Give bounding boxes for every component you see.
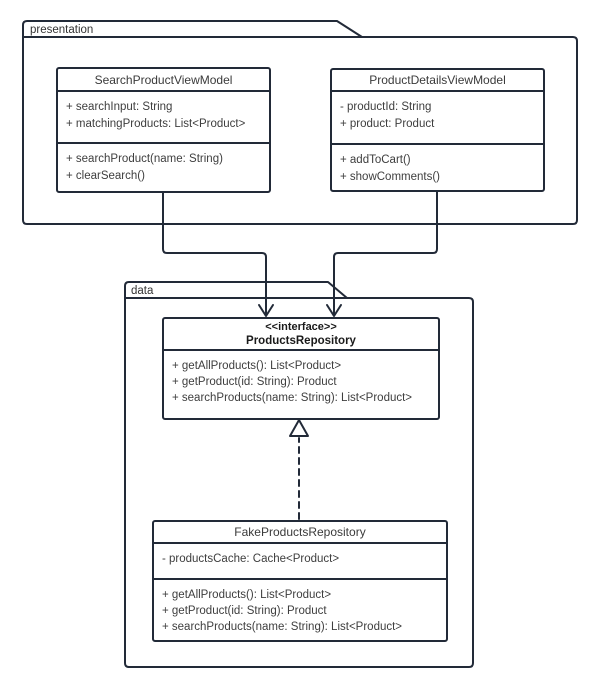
attribute-row: - productId: String bbox=[340, 101, 432, 113]
method-row: + showComments() bbox=[340, 171, 441, 183]
attribute-row: + matchingProducts: List<Product> bbox=[66, 118, 246, 130]
class-methods: + getAllProducts(): List<Product> + getP… bbox=[164, 351, 438, 406]
package-data-label: data bbox=[131, 285, 154, 297]
class-title: ProductDetailsViewModel bbox=[332, 70, 543, 92]
class-product-details-view-model: ProductDetailsViewModel - productId: Str… bbox=[330, 68, 545, 192]
realization-triangle-arrowhead bbox=[289, 419, 309, 437]
class-methods: + getAllProducts(): List<Product> + getP… bbox=[154, 578, 446, 635]
interface-title: <<interface>> ProductsRepository bbox=[164, 319, 438, 351]
association-arrowhead-details bbox=[326, 304, 342, 317]
method-row: + getAllProducts(): List<Product> bbox=[162, 589, 332, 601]
class-attributes: + searchInput: String + matchingProducts… bbox=[58, 92, 269, 142]
association-arrowhead-search bbox=[258, 304, 274, 317]
interface-products-repository: <<interface>> ProductsRepository + getAl… bbox=[162, 317, 440, 420]
method-row: + searchProducts(name: String): List<Pro… bbox=[162, 621, 403, 633]
class-attributes: - productsCache: Cache<Product> bbox=[154, 544, 446, 578]
method-row: + getAllProducts(): List<Product> bbox=[172, 360, 342, 372]
class-fake-products-repository: FakeProductsRepository - productsCache: … bbox=[152, 520, 448, 642]
class-methods: + addToCart() + showComments() bbox=[332, 143, 543, 186]
package-presentation-outline bbox=[22, 20, 578, 225]
class-title: SearchProductViewModel bbox=[58, 69, 269, 92]
method-row: + addToCart() bbox=[340, 154, 411, 166]
class-search-product-view-model: SearchProductViewModel + searchInput: St… bbox=[56, 67, 271, 193]
attribute-row: + searchInput: String bbox=[66, 101, 173, 113]
class-attributes: - productId: String + product: Product bbox=[332, 92, 543, 143]
package-presentation-label: presentation bbox=[30, 24, 94, 36]
interface-stereotype: <<interface>> bbox=[265, 321, 337, 333]
method-row: + clearSearch() bbox=[66, 170, 145, 182]
method-row: + searchProducts(name: String): List<Pro… bbox=[172, 392, 413, 404]
method-row: + getProduct(id: String): Product bbox=[162, 605, 327, 617]
class-title: FakeProductsRepository bbox=[154, 522, 446, 544]
association-details-to-repository bbox=[333, 191, 438, 315]
attribute-row: - productsCache: Cache<Product> bbox=[162, 553, 340, 565]
class-title: ProductsRepository bbox=[246, 335, 356, 347]
method-row: + getProduct(id: String): Product bbox=[172, 376, 337, 388]
class-methods: + searchProduct(name: String) + clearSea… bbox=[58, 142, 269, 185]
package-data-outline bbox=[124, 281, 474, 668]
attribute-row: + product: Product bbox=[340, 118, 435, 130]
association-search-to-repository bbox=[162, 192, 267, 315]
method-row: + searchProduct(name: String) bbox=[66, 153, 223, 165]
